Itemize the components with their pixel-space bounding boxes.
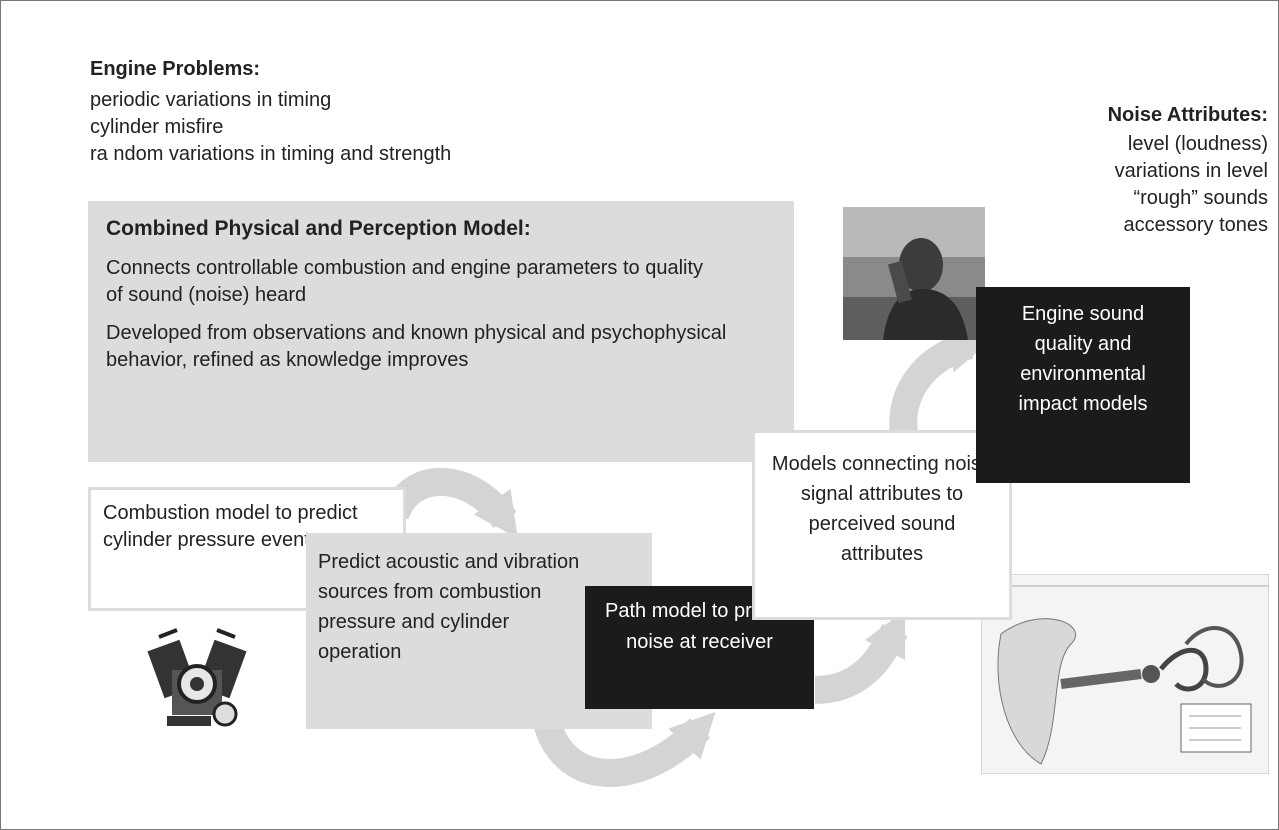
models-connecting-text: Models connecting noise signal attribute… [771,453,993,565]
arrow-path-to-models [814,609,908,704]
ear-anatomy-diagram [981,574,1269,774]
models-connecting-box: Models connecting noise signal attribute… [752,430,1012,620]
engine-problems-block: Engine Problems: periodic variations in … [90,58,650,168]
noise-attribute-item: accessory tones [1123,214,1268,236]
engine-problems-title: Engine Problems: [90,58,261,80]
engine-problem-item: periodic variations in timing [90,89,332,111]
noise-attributes-title: Noise Attributes: [1107,104,1268,126]
arrow-acoustic-to-path [531,711,716,787]
engine-problem-item: cylinder misfire [90,116,224,138]
noise-attribute-item: “rough” sounds [1133,187,1268,209]
arrow-models-to-engine-sound [889,328,992,443]
combined-model-box: Combined Physical and Perception Model: … [88,201,794,462]
person-listening-photo [843,207,985,340]
combined-model-para2: Developed from observations and known ph… [106,322,727,371]
acoustic-sources-text: Predict acoustic and vibration sources f… [318,551,580,663]
engine-sound-box: Engine sound quality and environmental i… [976,287,1190,483]
noise-attribute-item: variations in level [1114,160,1268,182]
path-model-text: Path model to predict noise at receiver [605,600,794,653]
combined-model-title: Combined Physical and Perception Model: [106,217,531,240]
engine-icon [147,628,247,727]
engine-sound-text: Engine sound quality and environmental i… [1018,303,1148,415]
engine-problem-item: ra ndom variations in timing and strengt… [90,143,452,165]
noise-attribute-item: level (loudness) [1127,133,1268,155]
arrow-combustion-to-acoustic [381,467,518,539]
noise-attributes-block: Noise Attributes: level (loudness) varia… [960,104,1268,239]
combined-model-para1: Connects controllable combustion and eng… [106,257,704,306]
combustion-model-text: Combustion model to predict cylinder pre… [103,502,358,551]
